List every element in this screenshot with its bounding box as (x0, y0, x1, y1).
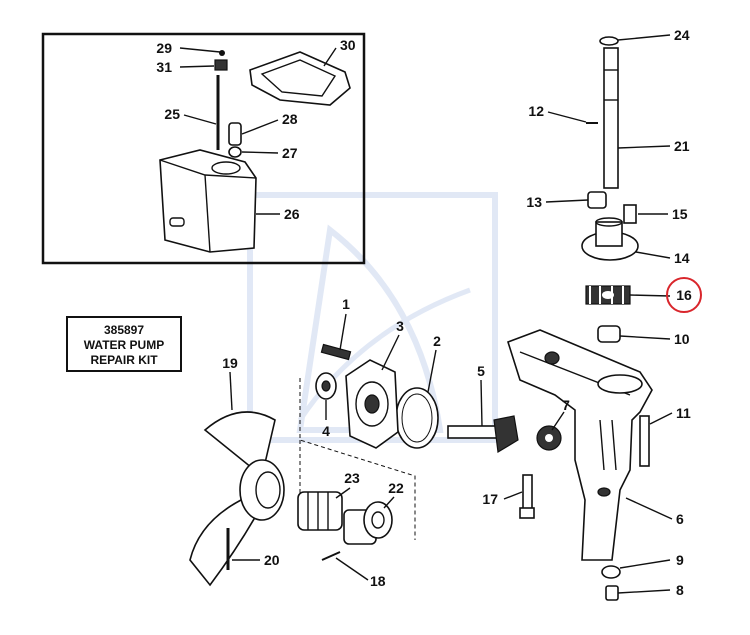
leader-lines (179, 34, 673, 594)
kit-title-line1: WATER PUMP (84, 338, 164, 352)
callout-19: 19 (222, 355, 238, 371)
callout-12: 12 (528, 103, 544, 119)
bearing-housing (345, 359, 399, 449)
repair-kit-box: 385897 WATER PUMP REPAIR KIT (66, 316, 182, 372)
needle-bearing (297, 491, 343, 531)
inset-frame (41, 32, 366, 265)
inset-parts (159, 50, 351, 253)
callout-9: 9 (676, 552, 684, 568)
pinion-gear (536, 425, 562, 451)
callout-31: 31 (156, 59, 172, 75)
callout-5: 5 (477, 363, 485, 379)
callout-26: 26 (284, 206, 300, 222)
callout-3: 3 (396, 318, 404, 334)
callout-13: 13 (526, 194, 542, 210)
callout-labels: 29 31 30 25 28 27 26 24 12 21 13 15 14 1… (156, 27, 692, 598)
callout-14: 14 (674, 250, 690, 266)
callout-28: 28 (282, 111, 298, 127)
callout-2: 2 (433, 333, 441, 349)
callout-4: 4 (322, 423, 330, 439)
callout-30: 30 (340, 37, 356, 53)
callout-24: 24 (674, 27, 690, 43)
callout-20: 20 (264, 552, 280, 568)
callout-7: 7 (562, 397, 570, 413)
impeller (585, 285, 631, 305)
callout-27: 27 (282, 145, 298, 161)
thrust-bushing (343, 501, 393, 545)
gearcase (507, 329, 653, 561)
kit-title-line2: REPAIR KIT (90, 353, 158, 367)
callout-1: 1 (342, 296, 350, 312)
propeller (189, 411, 285, 587)
callout-8: 8 (676, 582, 684, 598)
callout-17: 17 (482, 491, 498, 507)
callout-15: 15 (672, 206, 688, 222)
callout-10: 10 (674, 331, 690, 347)
callout-29: 29 (156, 40, 172, 56)
callout-11: 11 (676, 405, 691, 421)
callout-22: 22 (388, 480, 404, 496)
driveshaft-assembly (581, 36, 639, 343)
callout-21: 21 (674, 138, 690, 154)
callout-18: 18 (370, 573, 386, 589)
highlight-circle (666, 277, 702, 313)
callout-25: 25 (164, 106, 180, 122)
kit-part-number: 385897 (104, 323, 144, 337)
propeller-shaft (447, 415, 519, 453)
callout-6: 6 (676, 511, 684, 527)
callout-23: 23 (344, 470, 360, 486)
callout-16: 16 (676, 287, 692, 303)
